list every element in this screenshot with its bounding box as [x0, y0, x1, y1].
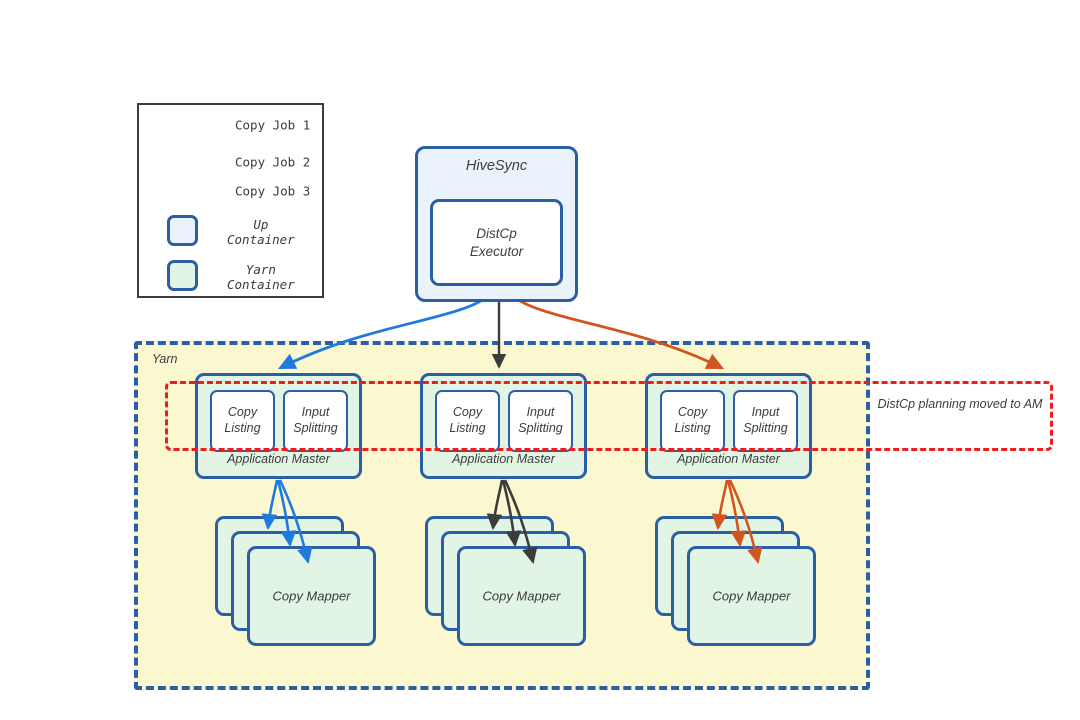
flow-am-3-to-mappers — [711, 479, 763, 565]
copy-mapper-label-1: Copy Mapper — [272, 588, 351, 604]
legend-label-copy-job-2: Copy Job 2 — [235, 154, 311, 170]
legend-row-copy-job-3: Copy Job 3 — [147, 179, 319, 205]
legend-label-copy-job-1: Copy Job 1 — [235, 117, 311, 133]
distcp-planning-annotation-text: DistCp planning moved to AM — [877, 397, 1043, 411]
legend-row-copy-job-2: Copy Job 2 — [147, 150, 319, 176]
copy-mapper-card-front-2[interactable]: Copy Mapper — [457, 546, 586, 646]
flow-am-2-to-mappers — [486, 479, 538, 565]
copy-mapper-card-front-1[interactable]: Copy Mapper — [247, 546, 376, 646]
flow-am-1-to-mappers — [261, 479, 313, 565]
copy-mapper-label-2: Copy Mapper — [482, 588, 561, 604]
yarn-region-label: Yarn — [152, 352, 178, 366]
application-master-label-3: Application Master — [677, 452, 780, 466]
copy-mapper-label-3: Copy Mapper — [712, 588, 791, 604]
application-master-label-1: Application Master — [227, 452, 330, 466]
legend-label-copy-job-3: Copy Job 3 — [235, 183, 311, 199]
legend-row-copy-job-1: Copy Job 1 — [147, 113, 319, 139]
legend-swatch-yarn-container — [167, 260, 198, 291]
hivesync-title: HiveSync — [465, 158, 528, 174]
legend-swatch-up-container — [167, 215, 198, 246]
application-master-label-2: Application Master — [452, 452, 555, 466]
